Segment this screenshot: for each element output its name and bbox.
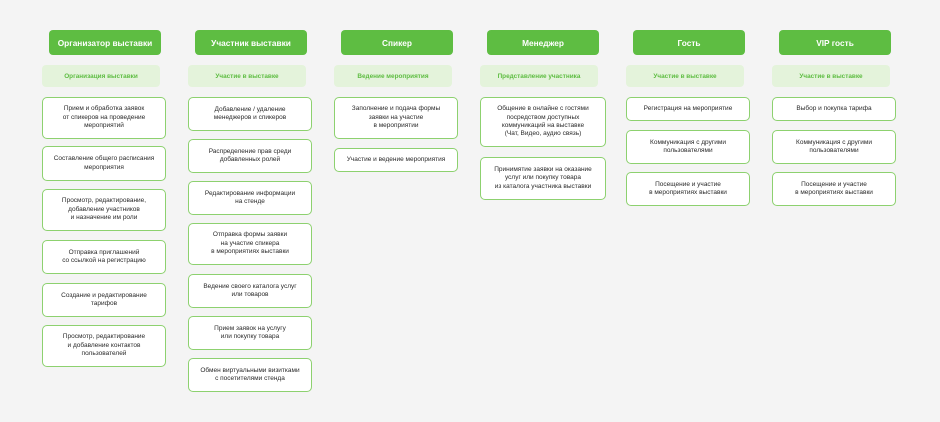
- card: Распределение прав среди добавленных рол…: [188, 139, 312, 173]
- card: Выбор и покупка тарифа: [772, 97, 896, 121]
- column-subheader: Организация выставки: [42, 65, 160, 87]
- card: Общение в онлайне с гостями посредством …: [480, 97, 606, 147]
- card: Просмотр, редактирование, добавление уча…: [42, 189, 166, 231]
- card: Посещение и участие в мероприятиях выста…: [626, 172, 750, 206]
- card: Добавление / удаление менеджеров и спике…: [188, 97, 312, 131]
- card: Принимятие заявки на оказание услуг или …: [480, 157, 606, 200]
- column-header: Участник выставки: [195, 30, 307, 55]
- column-header: Организатор выставки: [49, 30, 161, 55]
- card: Отправка приглашений со ссылкой на регис…: [42, 240, 166, 274]
- column-header: Гость: [633, 30, 745, 55]
- card: Прием заявок на услугу или покупку товар…: [188, 316, 312, 350]
- column-subheader: Участие в выставке: [188, 65, 306, 87]
- card: Участие и ведение мероприятия: [334, 148, 458, 172]
- card: Обмен виртуальными визитками с посетител…: [188, 358, 312, 392]
- column-header: VIP гость: [779, 30, 891, 55]
- column-header: Менеджер: [487, 30, 599, 55]
- card: Регистрация на мероприятие: [626, 97, 750, 121]
- card: Составление общего расписания мероприяти…: [42, 146, 166, 181]
- card: Создание и редактирование тарифов: [42, 283, 166, 317]
- card: Посещение и участие в мероприятиях выста…: [772, 172, 896, 206]
- card: Коммуникация с другими пользователями: [772, 130, 896, 164]
- card: Заполнение и подача формы заявки на учас…: [334, 97, 458, 139]
- column-subheader: Участие в выставке: [772, 65, 890, 87]
- card: Отправка формы заявки на участие спикера…: [188, 223, 312, 265]
- column-subheader: Участие в выставке: [626, 65, 744, 87]
- card: Просмотр, редактирование и добавление ко…: [42, 325, 166, 367]
- card: Редактирование информации на стенде: [188, 181, 312, 215]
- card: Прием и обработка заявок от спикеров на …: [42, 97, 166, 139]
- column-subheader: Ведение мероприятия: [334, 65, 452, 87]
- card: Коммуникация с другими пользователями: [626, 130, 750, 164]
- card: Ведение своего каталога услуг или товаро…: [188, 274, 312, 308]
- column-subheader: Представление участника: [480, 65, 598, 87]
- column-header: Спикер: [341, 30, 453, 55]
